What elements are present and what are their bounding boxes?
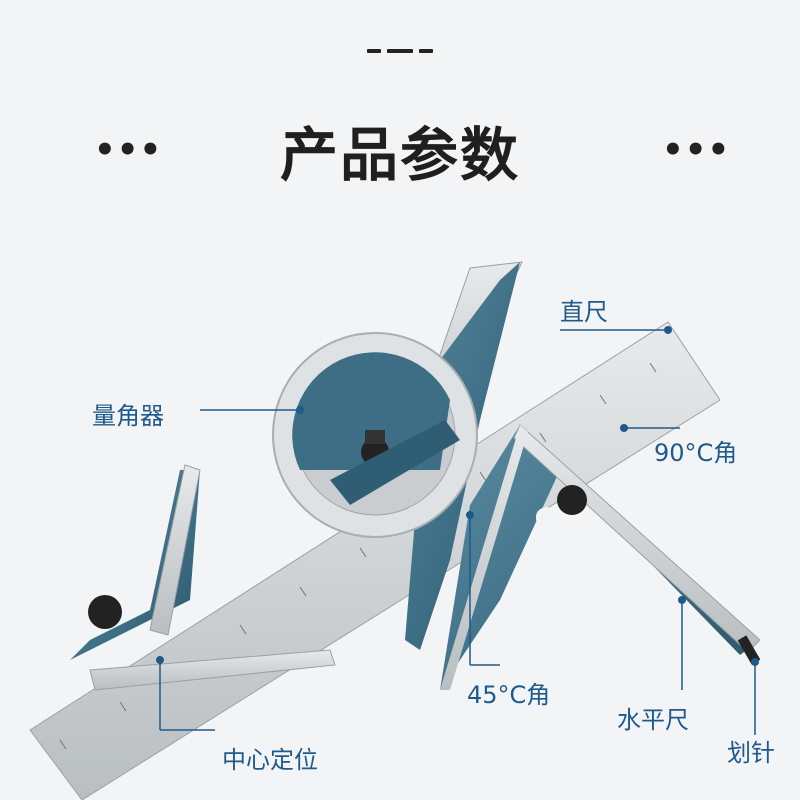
center-finder-label: 中心定位 — [222, 746, 318, 774]
ruler-label: 直尺 — [560, 298, 608, 326]
header: ••• 产品参数 ••• — [0, 108, 800, 189]
protractor-label: 量角器 — [92, 402, 164, 430]
square-head — [440, 424, 761, 690]
protractor — [272, 261, 523, 650]
leader-lines — [156, 326, 759, 735]
scriber-label: 划针 — [727, 739, 775, 767]
left-dots: ••• — [94, 130, 163, 170]
page-title: 产品参数 — [279, 121, 520, 189]
center-finder — [70, 464, 336, 691]
angle-90-label: 90°C角 — [654, 439, 738, 467]
top-decoration — [0, 40, 800, 59]
level-label: 水平尺 — [617, 706, 689, 734]
angle-45-label: 45°C角 — [467, 681, 551, 709]
right-dots: ••• — [662, 130, 731, 170]
